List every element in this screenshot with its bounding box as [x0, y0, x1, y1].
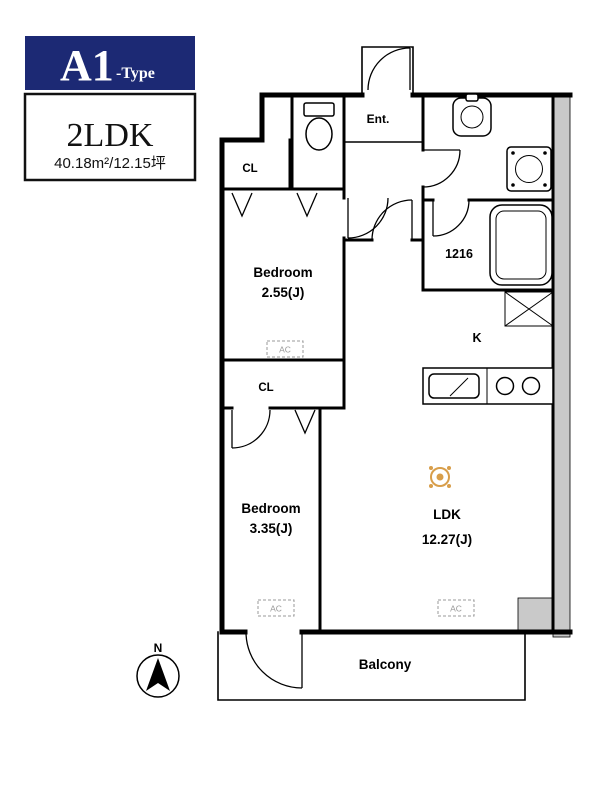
kitchen-sink-icon	[428, 373, 480, 399]
layout-type-label: 2LDK	[67, 117, 154, 154]
north-arrow-icon	[146, 658, 170, 691]
bedroom2-size-label: 3.35(J)	[250, 521, 293, 536]
bedroom2-name-label: Bedroom	[241, 501, 300, 516]
bath-unit-size-label: 1216	[445, 247, 473, 261]
wall-masses	[517, 94, 571, 638]
closet-lower-label: CL	[258, 382, 273, 394]
ac-label: AC	[270, 604, 282, 614]
balcony-label: Balcony	[359, 657, 412, 672]
ldk-size-label: 12.27(J)	[422, 532, 472, 547]
entrance-label: Ent.	[367, 112, 390, 126]
ac-label: AC	[279, 345, 291, 355]
outer-wall-path	[219, 92, 573, 635]
toilet-icon	[303, 102, 335, 151]
interior-walls	[220, 46, 555, 634]
ac-box	[437, 599, 475, 617]
washer-pan-icon	[506, 146, 552, 192]
entrance-door	[367, 47, 411, 91]
ldk-hall-door	[371, 199, 413, 241]
closet-upper-label: CL	[242, 163, 257, 175]
unit-type-suffix: -Type	[116, 65, 155, 82]
bathtub-icon	[489, 204, 553, 286]
unit-type-badge-bg	[25, 36, 195, 90]
entry-alcove-wall	[361, 46, 414, 93]
outer-walls	[219, 92, 573, 635]
balcony-outline	[217, 631, 526, 701]
ac-label: AC	[450, 604, 462, 614]
right-wall-mass	[552, 94, 571, 638]
kitchen-counter	[422, 367, 554, 405]
north-label: N	[154, 641, 163, 655]
folding-door-marks	[231, 192, 318, 435]
unit-type-badge: A1 -Type	[25, 36, 195, 90]
ceiling-light-icon	[429, 466, 451, 488]
bedroom2-closet-door	[231, 409, 271, 449]
spec-block-border	[23, 92, 197, 182]
bathroom-door	[432, 199, 470, 237]
unit-type-name: A1	[60, 41, 114, 90]
bedroom1-size-label: 2.55(J)	[262, 285, 305, 300]
ldk-name-label: LDK	[433, 507, 461, 522]
kitchen-label: K	[472, 331, 481, 345]
spec-block: 2LDK 40.18m²/12.15坪	[23, 92, 197, 182]
pipe-shaft-icon	[504, 291, 554, 327]
room-labels: Ent. CL CL Bedroom 2.55(J) Bedroom 3.35(…	[241, 112, 481, 672]
ac-box	[266, 340, 304, 358]
corner-pillar-mass	[517, 597, 554, 633]
stove-burner-icon	[495, 376, 515, 396]
stove-burner-icon	[521, 376, 541, 396]
bedroom1-name-label: Bedroom	[253, 265, 312, 280]
floor-area-label: 40.18m²/12.15坪	[54, 155, 166, 172]
fixtures	[303, 93, 554, 488]
compass: N	[136, 641, 180, 698]
ac-box	[257, 599, 295, 617]
bedroom1-door	[347, 197, 389, 239]
balcony-rail-path	[217, 631, 526, 701]
washroom-door	[422, 149, 461, 188]
ac-markers: AC AC AC	[257, 340, 475, 617]
interior-wall-path	[220, 93, 555, 634]
washbasin-icon	[452, 93, 492, 137]
doors	[231, 47, 470, 689]
balcony-door	[245, 631, 303, 689]
